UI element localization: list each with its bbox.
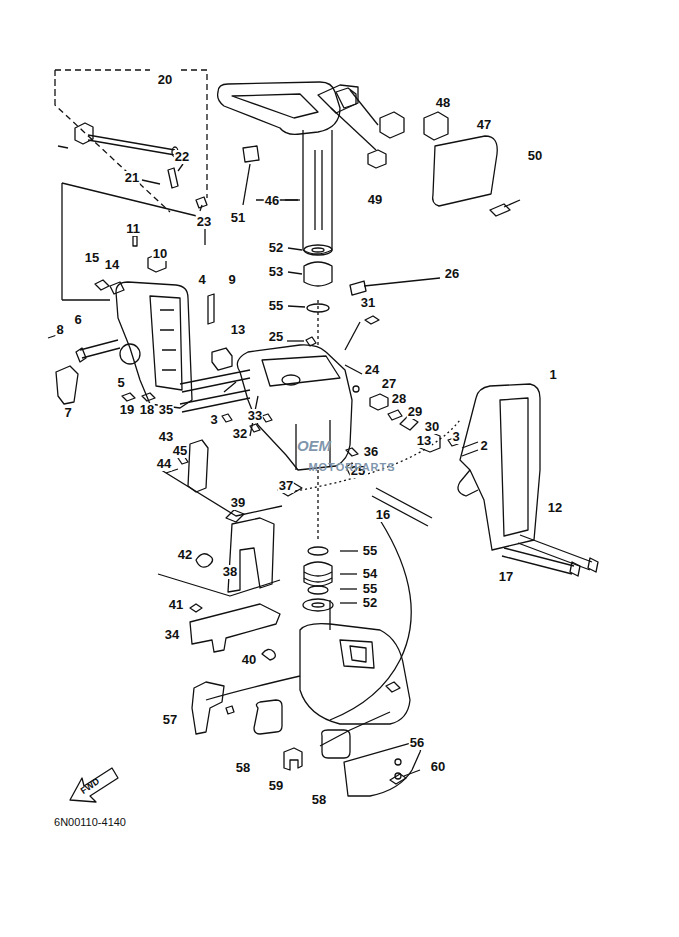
- callout-number: 41: [168, 598, 184, 612]
- callout-number: 43: [158, 430, 174, 444]
- callout-number: 13: [230, 323, 246, 337]
- callout-number: 59: [268, 779, 284, 793]
- callout-number: 28: [391, 392, 407, 406]
- callout-number: 11: [125, 222, 141, 236]
- callout-number: 18: [139, 403, 155, 417]
- callout-number: 37: [278, 479, 294, 493]
- callout-number: 60: [430, 760, 446, 774]
- callout-number: 3: [209, 413, 218, 427]
- callout-number: 27: [381, 377, 397, 391]
- callout-number: 8: [55, 323, 64, 337]
- callout-number: 47: [476, 118, 492, 132]
- watermark: OEM: [296, 439, 332, 453]
- callout-number: 32: [232, 427, 248, 441]
- callout-number: 25: [268, 330, 284, 344]
- callout-number: 16: [375, 508, 391, 522]
- callout-number: 23: [196, 215, 212, 229]
- callout-number: 42: [177, 548, 193, 562]
- callout-number: 56: [409, 736, 425, 750]
- callout-number: 55: [362, 582, 378, 596]
- callout-number: 55: [362, 544, 378, 558]
- callout-number: 2: [479, 439, 488, 453]
- callout-number: 57: [162, 713, 178, 727]
- callout-number: 13: [416, 434, 432, 448]
- diagram-code: 6N00110-4140: [53, 815, 127, 829]
- callout-number: 14: [104, 258, 120, 272]
- callout-number: 24: [364, 363, 380, 377]
- callout-number: 12: [547, 501, 563, 515]
- callout-number: 5: [116, 376, 125, 390]
- callout-number: 22: [174, 150, 190, 164]
- callout-number: 19: [119, 403, 135, 417]
- callout-number: 54: [362, 567, 378, 581]
- callout-number: 9: [227, 273, 236, 287]
- callout-number: 46: [264, 194, 280, 208]
- callout-number: 52: [362, 596, 378, 610]
- callout-number: 26: [444, 267, 460, 281]
- callout-number: 34: [164, 628, 180, 642]
- callout-number: 7: [63, 406, 72, 420]
- callout-number: 15: [84, 251, 100, 265]
- callout-number: 31: [360, 296, 376, 310]
- callout-number: 3: [451, 430, 460, 444]
- direction-label: FWD: [77, 774, 103, 798]
- callout-number: 44: [156, 457, 172, 471]
- callout-number: 38: [222, 565, 238, 579]
- callout-number: 29: [407, 405, 423, 419]
- callout-number: 1: [548, 368, 557, 382]
- callout-number: 50: [527, 149, 543, 163]
- callout-number: 53: [268, 265, 284, 279]
- callout-number: 33: [247, 409, 263, 423]
- callout-number: 30: [424, 420, 440, 434]
- callout-number: 55: [268, 299, 284, 313]
- callout-number: 35: [158, 403, 174, 417]
- watermark: MOTORPARTS: [307, 460, 396, 474]
- callout-number: 58: [311, 793, 327, 807]
- callout-number: 45: [172, 444, 188, 458]
- callout-number: 40: [241, 653, 257, 667]
- callout-number: 52: [268, 241, 284, 255]
- callout-number: 48: [435, 96, 451, 110]
- callout-number: 20: [157, 73, 173, 87]
- callout-number: 36: [363, 445, 379, 459]
- callout-number: 49: [367, 193, 383, 207]
- callout-number: 51: [230, 211, 246, 225]
- callout-number: 58: [235, 761, 251, 775]
- callout-number: 6: [73, 313, 82, 327]
- callout-number: 21: [124, 171, 140, 185]
- callout-number: 17: [498, 570, 514, 584]
- callout-number: 39: [230, 496, 246, 510]
- callout-number: 10: [152, 247, 168, 261]
- callout-number: 4: [197, 273, 206, 287]
